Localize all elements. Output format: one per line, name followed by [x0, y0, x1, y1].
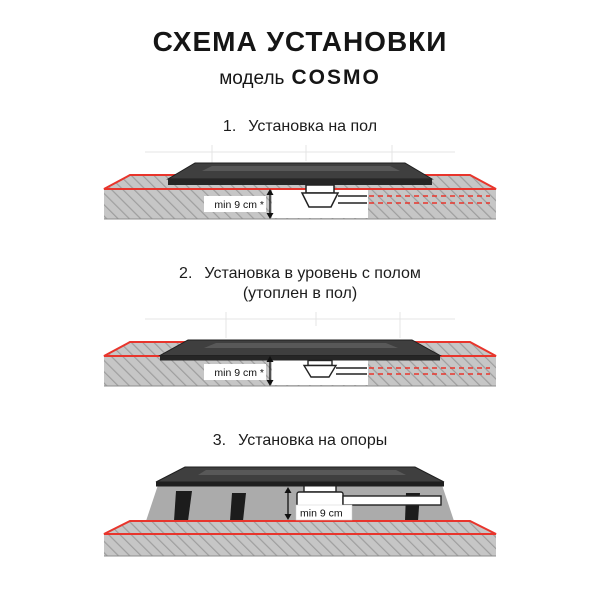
- section-note: (утоплен в пол): [242, 285, 358, 302]
- wall-tile-lines: [145, 312, 455, 338]
- section-number: 3.: [212, 432, 227, 449]
- section-heading: 2. Установка в уровень с полом: [0, 265, 600, 283]
- model-name: COSMO: [291, 66, 381, 89]
- min-height-label: min 9 cm: [300, 508, 343, 520]
- siphon-trap: [300, 192, 340, 208]
- section-install-on-floor: 1. Установка на пол: [0, 118, 600, 237]
- section-title: Установка на опоры: [238, 432, 388, 449]
- section-heading: 3. Установка на опоры: [0, 432, 600, 450]
- min-depth-label: min 9 cm *: [214, 367, 264, 379]
- min-depth-dimension: min 9 cm *: [204, 356, 274, 386]
- diagram-install-flush: min 9 cm *: [103, 312, 497, 387]
- subtitle-prefix: модель: [219, 68, 285, 89]
- min-height-dimension: min 9 cm: [284, 487, 353, 521]
- min-depth-dimension: min 9 cm *: [204, 189, 274, 219]
- section-install-on-supports: 3. Установка на опоры: [0, 432, 600, 561]
- siphon-cutout: [272, 184, 490, 218]
- siphon-cutout: [272, 359, 490, 385]
- page-subtitle: модель COSMO: [0, 66, 600, 90]
- section-number: 1.: [222, 118, 237, 135]
- drain-flange: [305, 184, 335, 194]
- support-leg: [230, 493, 246, 521]
- floor-surface-red-line: [103, 520, 497, 535]
- section-title: Установка на пол: [248, 118, 378, 135]
- diagram-install-on-supports: min 9 cm: [103, 466, 497, 557]
- section-heading: 1. Установка на пол: [0, 118, 600, 136]
- support-legs: [174, 491, 420, 521]
- shower-tray-elevated: [155, 466, 445, 487]
- outlet-pipe: [342, 495, 442, 506]
- section-title: Установка в уровень с полом: [204, 265, 421, 282]
- shower-tray: [166, 162, 434, 185]
- page-title: СХЕМА УСТАНОВКИ: [152, 26, 448, 57]
- shower-tray-recessed: [158, 339, 442, 361]
- min-depth-label: min 9 cm *: [214, 199, 264, 211]
- diagram-install-on-floor: min 9 cm *: [103, 145, 497, 220]
- support-leg: [174, 491, 192, 521]
- floor-slab: [104, 521, 496, 557]
- section-number: 2.: [179, 265, 193, 282]
- siphon-trap: [302, 364, 338, 378]
- section-install-flush: 2. Установка в уровень с полом (утоплен в…: [0, 265, 600, 404]
- drain-flange: [307, 359, 333, 367]
